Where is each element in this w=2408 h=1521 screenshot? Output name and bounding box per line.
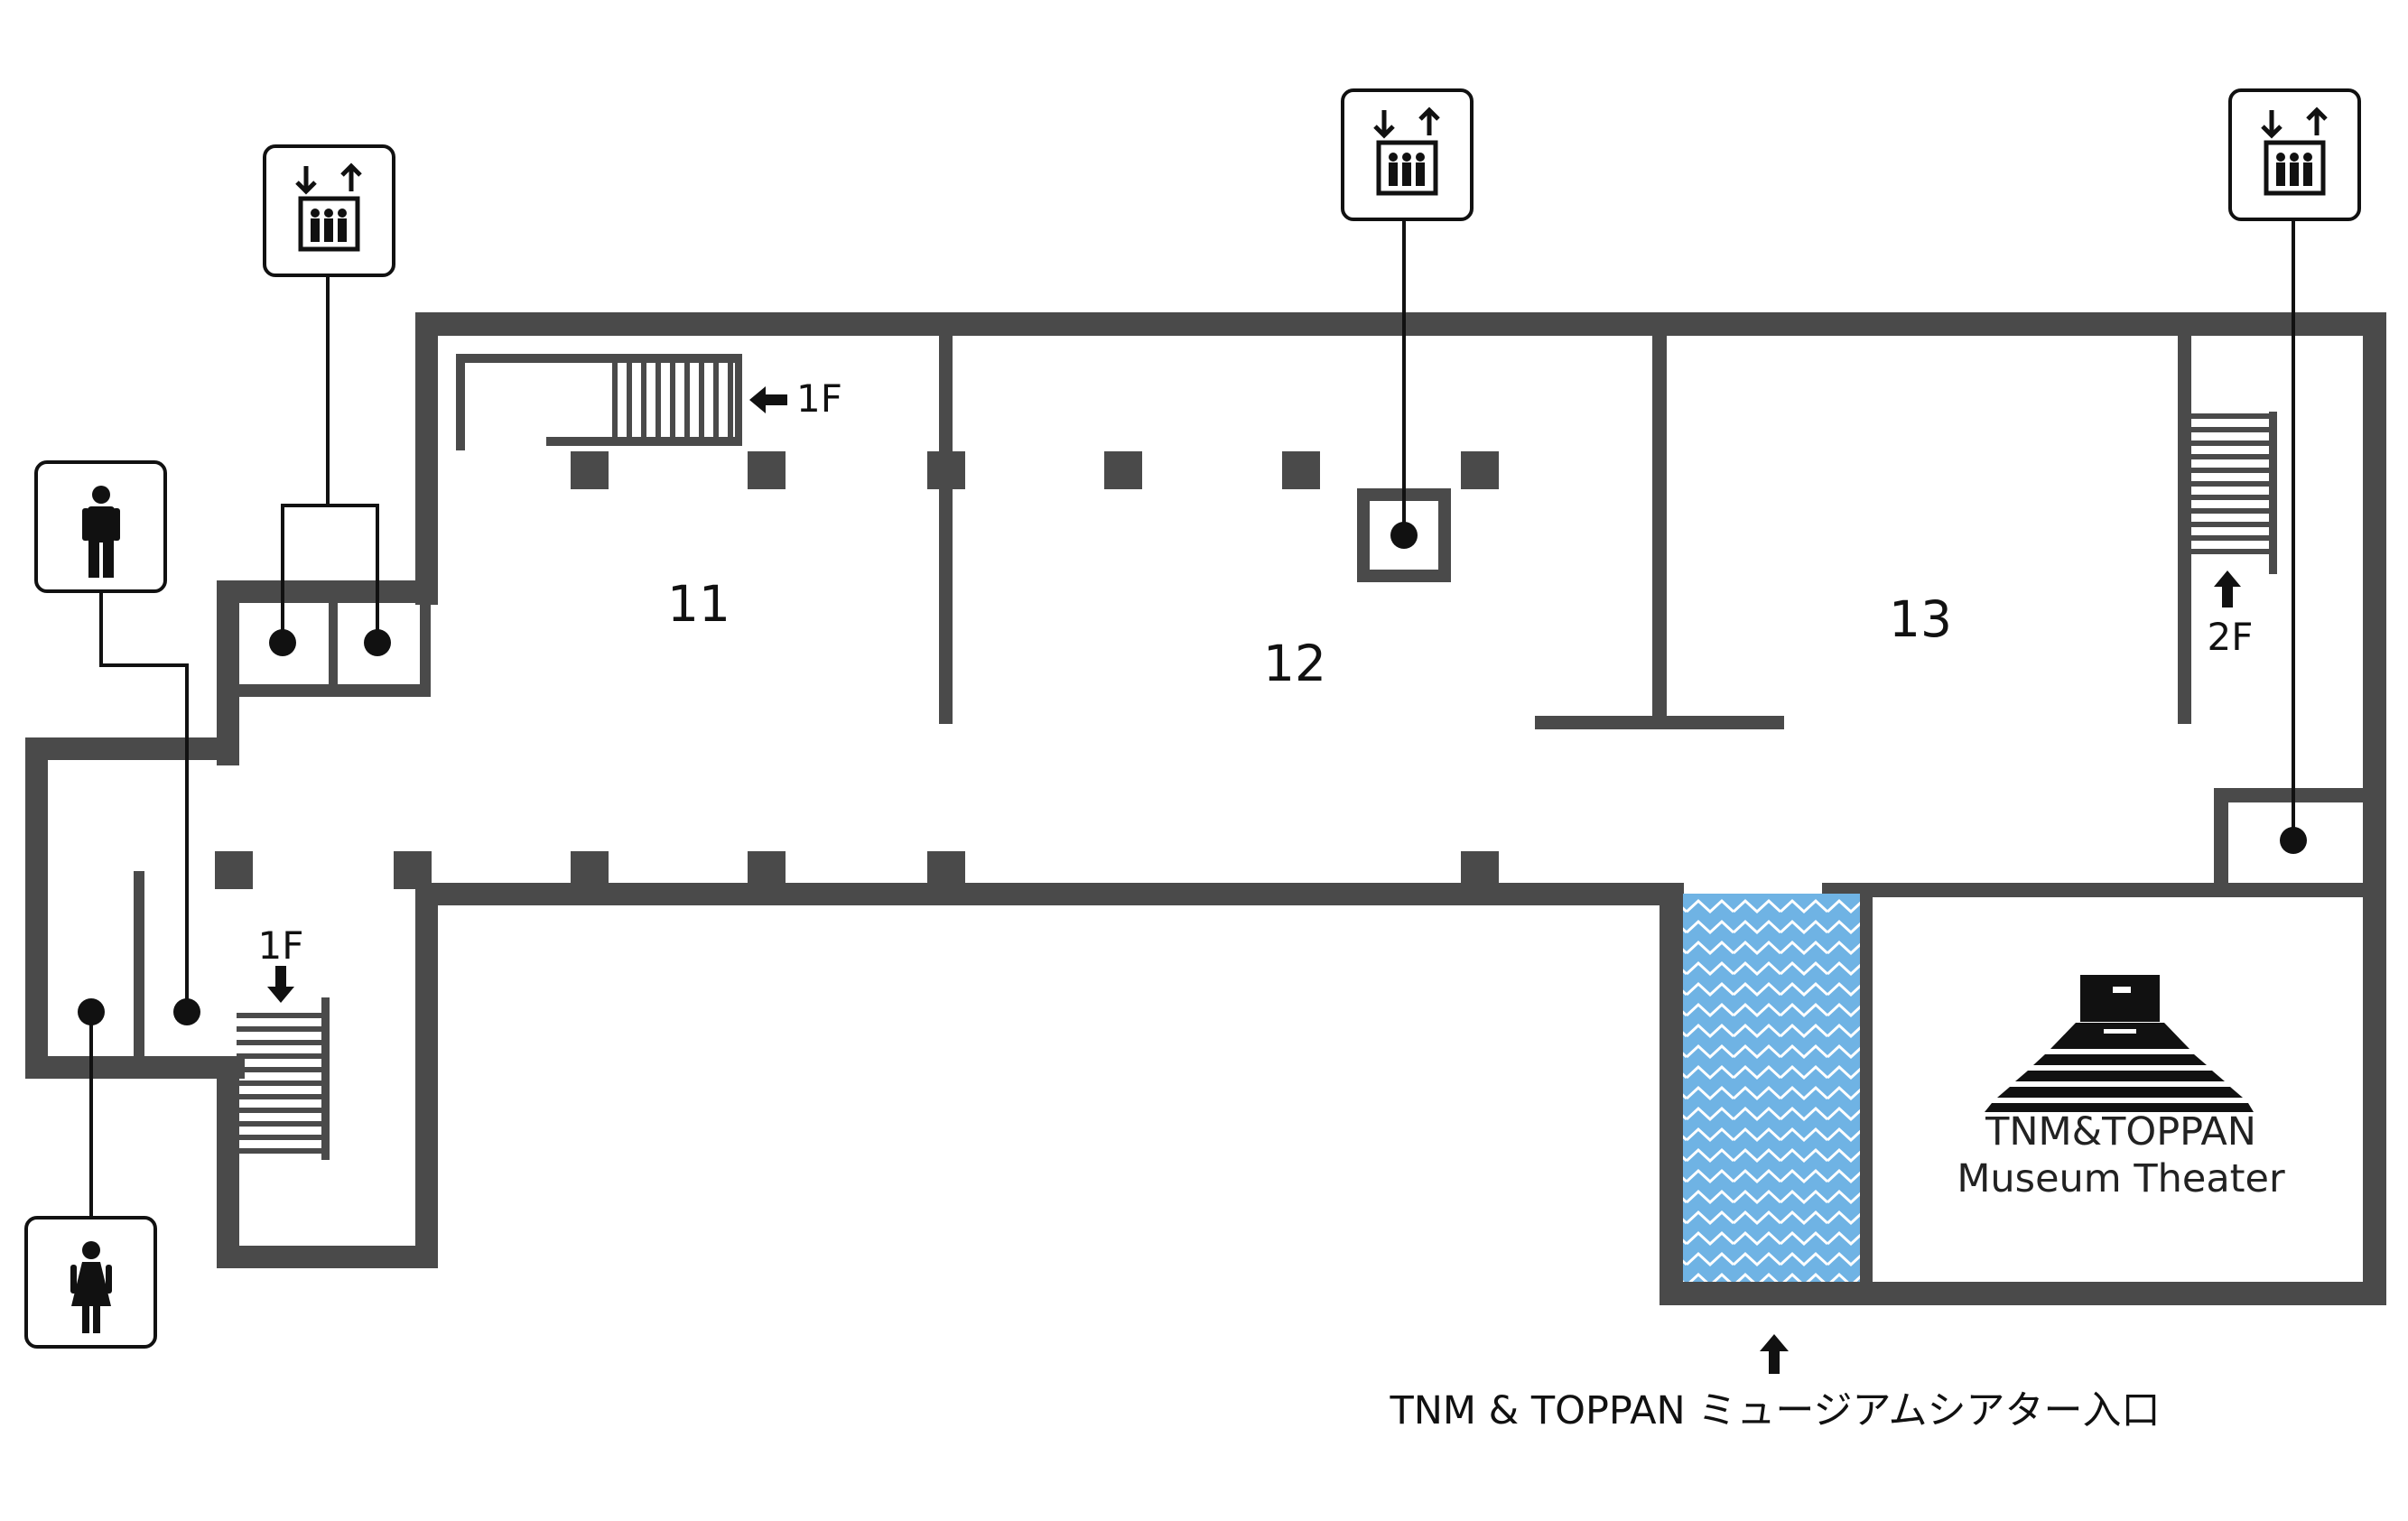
theater-name-line1: TNM&TOPPAN: [1985, 1109, 2256, 1155]
stair-label-bottom-left: 1F: [258, 923, 304, 968]
stair-label-top-left: 1F: [796, 376, 842, 421]
elevator-icon: [1341, 88, 1474, 221]
elevator-icon: [2228, 88, 2361, 221]
stairs-top-left: [612, 361, 733, 441]
stairs-bottom-left: [237, 1013, 325, 1154]
water-feature: [1683, 894, 1860, 1282]
womens-restroom-icon: [24, 1216, 157, 1349]
stairs-right: [2189, 413, 2273, 554]
theater-name-line2: Museum Theater: [1957, 1156, 2285, 1201]
mens-restroom-icon: [34, 460, 167, 593]
arrow-down-icon: [267, 966, 294, 1003]
stair-label-right: 2F: [2208, 615, 2254, 659]
room-number-11: 11: [667, 575, 730, 633]
room-number-12: 12: [1263, 635, 1326, 692]
location-dots: [78, 522, 2307, 1025]
entrance-label: TNM & TOPPAN ミュージアムシアター入口: [1389, 1388, 2160, 1433]
theater-logo-icon: [1985, 975, 2254, 1112]
walls: [25, 312, 2386, 1305]
arrow-up-icon: [1760, 1334, 1789, 1374]
columns: [215, 451, 1499, 889]
elevator-icon: [263, 144, 395, 277]
icon-leader-lines: [89, 219, 2295, 1219]
arrow-up-icon: [2214, 570, 2241, 607]
arrow-left-icon: [749, 386, 787, 413]
room-number-13: 13: [1889, 590, 1952, 648]
